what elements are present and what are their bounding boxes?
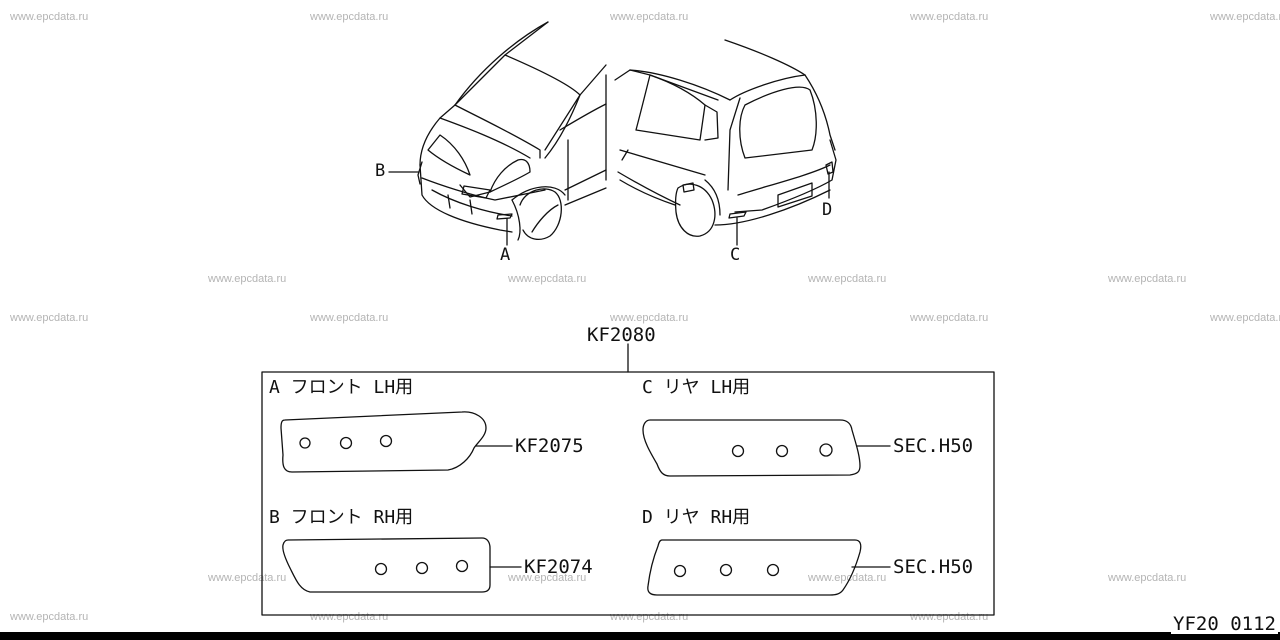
front-car-illustration	[388, 21, 607, 246]
watermark: www.epcdata.ru	[1108, 273, 1187, 285]
assembly-part-number[interactable]: KF2080	[587, 324, 656, 346]
rear-car-illustration	[614, 39, 837, 246]
callout-c-label: C	[730, 245, 741, 265]
part-d-number[interactable]: SEC.H50	[893, 556, 974, 578]
watermark: www.epcdata.ru	[910, 611, 989, 623]
callout-d-label: D	[822, 200, 833, 220]
page-code: YF20 0112	[1171, 613, 1278, 635]
part-a-number[interactable]: KF2075	[515, 435, 584, 457]
watermark: www.epcdata.ru	[1210, 312, 1280, 324]
callout-b-label: B	[375, 161, 386, 181]
watermark: www.epcdata.ru	[910, 312, 989, 324]
watermark: www.epcdata.ru	[508, 273, 587, 285]
part-a-front-lh-marker	[280, 411, 513, 473]
watermark: www.epcdata.ru	[610, 611, 689, 623]
part-c-number[interactable]: SEC.H50	[893, 435, 974, 457]
assembly-frame	[261, 371, 995, 616]
part-d-rear-rh-marker	[647, 539, 891, 596]
watermark: www.epcdata.ru	[1210, 11, 1280, 23]
watermark: www.epcdata.ru	[10, 11, 89, 23]
panel-d-title: D リヤ RH用	[642, 507, 751, 528]
watermark: www.epcdata.ru	[508, 572, 587, 584]
part-c-rear-lh-marker	[642, 419, 891, 477]
part-b-front-rh-marker	[282, 537, 522, 593]
watermark: www.epcdata.ru	[208, 273, 287, 285]
watermark: www.epcdata.ru	[10, 312, 89, 324]
panel-a-title: A フロント LH用	[269, 377, 414, 398]
bottom-bar	[0, 632, 1280, 640]
watermark: www.epcdata.ru	[310, 611, 389, 623]
callout-a-label: A	[500, 245, 511, 265]
watermark: www.epcdata.ru	[610, 312, 689, 324]
watermark: www.epcdata.ru	[10, 611, 89, 623]
panel-c-title: C リヤ LH用	[642, 377, 751, 398]
watermark: www.epcdata.ru	[910, 11, 989, 23]
watermark: www.epcdata.ru	[808, 273, 887, 285]
part-b-number[interactable]: KF2074	[524, 556, 593, 578]
watermark: www.epcdata.ru	[310, 11, 389, 23]
watermark: www.epcdata.ru	[310, 312, 389, 324]
panel-b-title: B フロント RH用	[269, 507, 414, 528]
watermark: www.epcdata.ru	[808, 572, 887, 584]
watermark: www.epcdata.ru	[1108, 572, 1187, 584]
watermark: www.epcdata.ru	[208, 572, 287, 584]
watermark: www.epcdata.ru	[610, 11, 689, 23]
